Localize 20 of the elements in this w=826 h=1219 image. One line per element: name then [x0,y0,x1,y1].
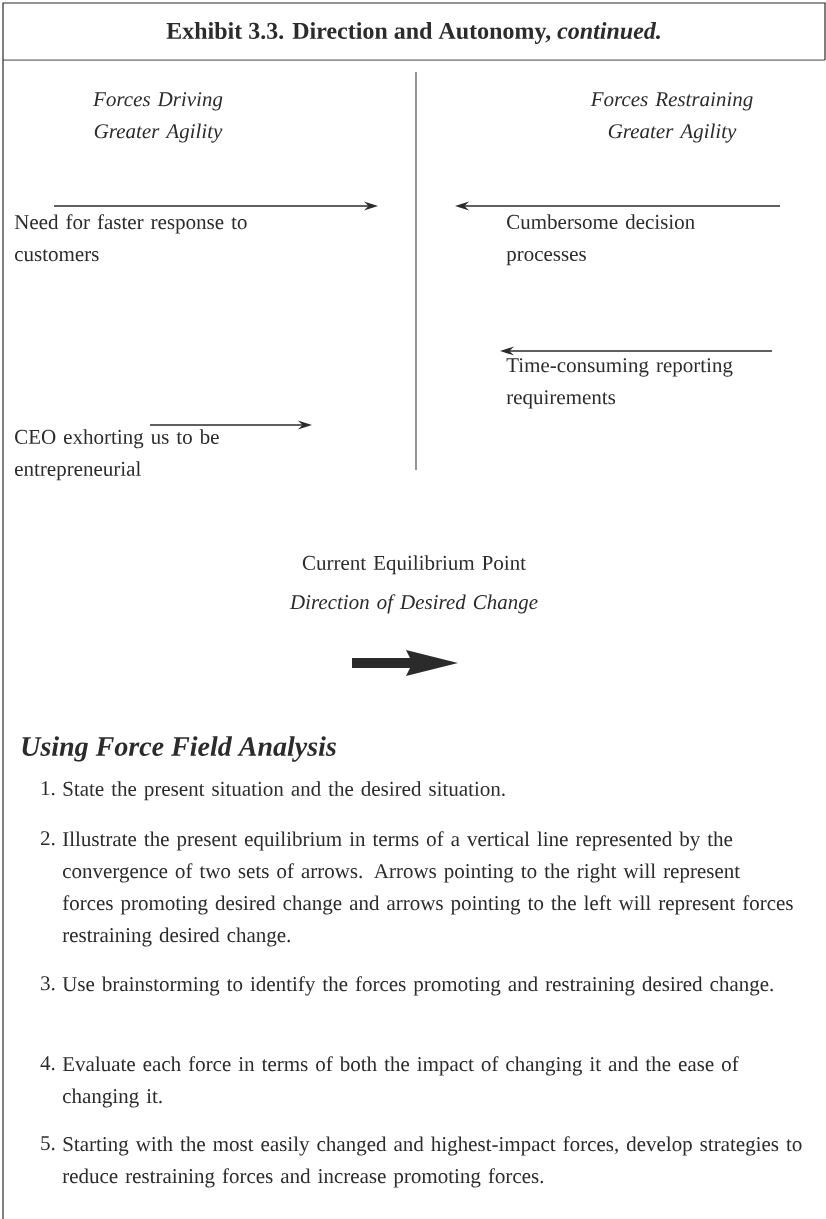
force-label: Cumbersome decision processes [506,214,695,266]
force-label: CEO exhorting us to be entrepreneurial [15,429,219,481]
step-number: 2. [41,831,55,846]
step-text: Illustrate the present equilibrium in terms of a vertical line represented by the convergence of two sets of arrows. Arrows pointing to the right will represent forces promoting desired change and arrows pointing to the left will represent forces restraining desired change. [62,831,793,947]
step-number: 5. [41,1136,55,1151]
step-text: Use brainstorming to identify the forces promoting and restraining desired change. [62,976,773,996]
step-number: 4. [40,1056,55,1071]
title: Exhibit 3.3. Direction and Autonomy, continued. [166,22,660,44]
force-label: Time-consuming reporting requirements [506,358,733,409]
section-heading: Using Force Field Analysis [22,736,336,762]
step-number: 3. [41,976,55,991]
equilibrium-label: Current Equilibrium Point [302,555,526,575]
direction-label: Direction of Desired Change [289,594,538,614]
step-text: State the present situation and the desired situation. [63,781,505,801]
step-text: Evaluate each force in terms of both the impact of changing it and the ease of changing it. [62,1056,739,1108]
step-text: Starting with the most easily changed and highest-impact forces, develop strategies to reduce restraining forces and increase promoting forces. [62,1136,802,1188]
force-label: Need for faster response to customers [14,214,247,262]
column-heading: Forces Driving Greater Agility [92,92,223,143]
step-number: 1. [41,781,55,796]
column-heading: Forces Restraining Greater Agility [590,92,753,143]
